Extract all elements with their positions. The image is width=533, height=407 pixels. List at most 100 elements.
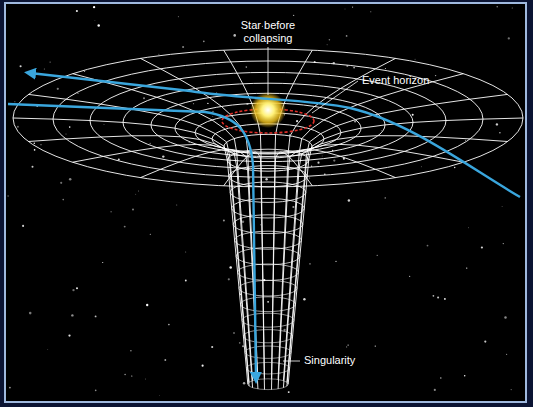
background-star (503, 243, 504, 244)
background-star (385, 68, 386, 69)
background-star (468, 227, 470, 229)
background-star (138, 190, 140, 192)
background-star (352, 7, 353, 8)
background-star (242, 221, 244, 223)
grid-ring (242, 313, 294, 327)
grid-line (28, 94, 249, 382)
callout-label: Singularity (304, 354, 384, 367)
background-star (497, 6, 498, 7)
leader-line (283, 361, 300, 362)
background-star (17, 126, 19, 128)
grid-line (141, 58, 258, 379)
background-star (434, 389, 436, 391)
spacetime-grid (13, 49, 523, 390)
background-star (211, 346, 213, 348)
background-star (162, 155, 164, 157)
background-star (440, 377, 442, 379)
background-star (233, 332, 235, 334)
background-star (77, 92, 79, 94)
background-star (7, 195, 9, 197)
background-star (203, 40, 205, 42)
background-star (437, 296, 439, 298)
background-star (496, 123, 498, 125)
background-star (321, 155, 323, 157)
background-star (317, 162, 319, 164)
background-star (76, 287, 78, 289)
background-star (347, 344, 348, 345)
grid-line (28, 136, 249, 386)
background-star (464, 375, 465, 376)
grid-ring (238, 264, 299, 280)
background-star (34, 149, 36, 151)
background-star (177, 16, 179, 18)
background-star (348, 199, 350, 201)
grid-ring (236, 248, 300, 265)
callout-label: Star before collapsing (233, 19, 303, 45)
grid-line (73, 144, 253, 387)
grid-line (283, 144, 463, 387)
grid-ring (248, 379, 288, 390)
background-star (176, 204, 178, 206)
grid-ring (227, 149, 308, 171)
background-star (433, 295, 435, 297)
grid-line (287, 94, 508, 382)
background-star (415, 59, 416, 60)
callout-label: Event horizon (362, 74, 452, 87)
background-star (265, 178, 267, 180)
background-star (60, 182, 62, 184)
background-star (454, 167, 456, 169)
background-star (130, 350, 132, 352)
grid-ring (245, 346, 291, 358)
leader-line (312, 81, 358, 113)
background-star (511, 7, 513, 9)
background-star (62, 199, 64, 201)
background-star (29, 312, 32, 315)
star-field (7, 6, 512, 396)
background-star (124, 374, 125, 375)
grid-line (288, 118, 523, 384)
background-star (511, 389, 512, 390)
background-star (43, 68, 45, 70)
background-star (409, 276, 410, 277)
background-star (303, 298, 305, 300)
background-star (57, 88, 59, 90)
background-star (93, 6, 95, 8)
background-star (481, 246, 483, 248)
background-star (375, 345, 376, 346)
background-star (228, 278, 230, 280)
background-star (94, 20, 96, 22)
background-star (102, 262, 103, 263)
background-star (499, 132, 501, 134)
background-star (202, 365, 204, 367)
background-star (412, 114, 414, 116)
background-star (76, 10, 78, 12)
background-star (95, 390, 97, 392)
background-star (326, 44, 328, 46)
background-star (292, 206, 294, 208)
grid-ring (235, 231, 302, 249)
background-star (159, 394, 161, 396)
background-star (185, 280, 187, 282)
grid-line (278, 150, 395, 389)
background-star (504, 316, 506, 318)
grid-line (73, 74, 253, 381)
background-star (69, 178, 72, 181)
background-star (135, 193, 137, 195)
grid-line (141, 150, 258, 389)
background-star (97, 24, 100, 27)
background-star (354, 120, 356, 122)
background-star (465, 140, 466, 141)
background-star (245, 66, 247, 68)
background-star (427, 245, 429, 247)
grid-line (272, 152, 313, 390)
background-star (309, 263, 311, 265)
light-ray (30, 73, 520, 197)
background-star (506, 354, 507, 355)
background-star (20, 65, 22, 67)
background-star (293, 15, 294, 16)
background-star (150, 143, 151, 144)
background-star (124, 226, 126, 228)
background-star (168, 324, 170, 326)
grid-ring (241, 297, 296, 312)
